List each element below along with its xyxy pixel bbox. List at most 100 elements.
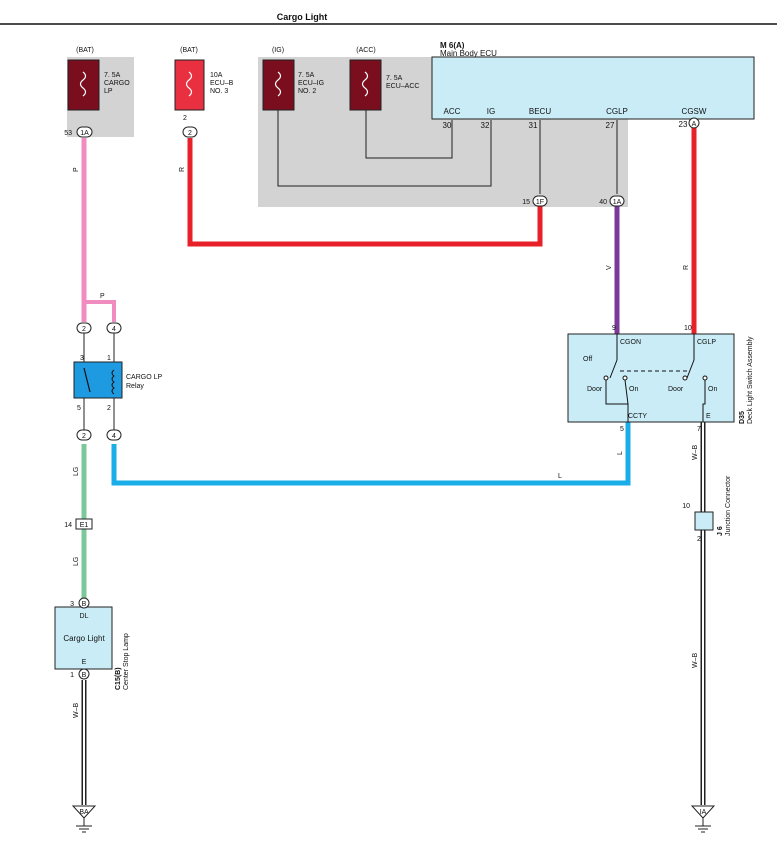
relay-pin-3: 3: [80, 355, 84, 362]
fuse-ecub-line2: ECU–B: [210, 80, 234, 87]
relay-conn-top-right: 4: [106, 322, 122, 334]
ecu-pin-num-23: 23: [679, 120, 688, 129]
wire-label-lg2: LG: [73, 557, 80, 566]
wire-red-becu: [187, 138, 543, 247]
relay-conn-bottom-left-label: 2: [82, 433, 86, 440]
switch-pin-10: 10: [684, 325, 692, 332]
connector-40: 1A 40: [599, 195, 625, 207]
fuse-ecub-line3: NO. 3: [210, 88, 228, 95]
fuse-cargo-line3: LP: [104, 88, 113, 95]
wire-label-l2: L: [617, 451, 624, 455]
switch-mechanism-icon: [603, 334, 708, 422]
fuse-ecuacc-source: (ACC): [356, 47, 375, 54]
lamp-dl: DL: [80, 613, 89, 620]
junction-name: Junction Connector: [725, 475, 732, 536]
connector-15-num: 15: [522, 199, 530, 206]
switch-code: D35: [739, 411, 746, 424]
ecu-pin-num-31: 31: [529, 121, 538, 130]
relay-name-2: Relay: [126, 383, 144, 390]
fuse-ecuig-source: (IG): [272, 47, 284, 54]
lamp-code: C15(B): [115, 667, 122, 690]
ecu-pin-acc: ACC: [444, 107, 461, 116]
ecu-pin-cglp: CGLP: [606, 107, 628, 116]
lamp-conn-bottom-label: B: [82, 672, 87, 679]
wire-label-wb1: W–B: [692, 445, 699, 461]
wire-label-wb3: W–B: [73, 703, 80, 719]
fuse-ecub-source: (BAT): [180, 47, 198, 54]
relay-pin-5: 5: [77, 405, 81, 412]
connector-cgsw-label: A: [692, 121, 697, 128]
fuse-ecub-line1: 10A: [210, 72, 223, 79]
ground-right-label: IA: [700, 809, 707, 816]
switch-cglp: CGLP: [697, 339, 716, 346]
ecu-pin-cgsw: CGSW: [682, 107, 707, 116]
ecu-pin-becu: BECU: [529, 107, 551, 116]
wire-label-p2: P: [100, 293, 105, 300]
fuse-cargo-line2: CARGO: [104, 80, 130, 87]
connector-e1-label: E1: [80, 522, 89, 529]
fuse-cargo: [67, 59, 100, 111]
relay-conn-top-left: 2: [76, 322, 92, 334]
junction-pin-bottom: 2: [697, 536, 701, 543]
relay-name-1: CARGO LP: [126, 374, 163, 381]
relay-pin-1: 1: [107, 355, 111, 362]
ecu-pin-ig: IG: [487, 107, 495, 116]
fuse-ecuacc-line1: 7. 5A: [386, 75, 403, 82]
connector-40-num: 40: [599, 199, 607, 206]
switch-door-1: Door: [587, 386, 603, 393]
ecu-pin-num-30: 30: [443, 121, 452, 130]
connector-cgsw: A: [688, 117, 700, 129]
wire-label-wb2: W–B: [692, 653, 699, 669]
fuse-cargo-source: (BAT): [76, 47, 94, 54]
lamp-conn-top: [78, 597, 90, 609]
switch-pin-9: 9: [612, 325, 616, 332]
fuse-ecuig-line3: NO. 2: [298, 88, 316, 95]
relay-conn-top-right-label: 4: [112, 326, 116, 333]
ground-right-icon: [690, 805, 716, 833]
lamp-name: Center Stop Lamp: [123, 633, 130, 690]
connector-e1-num: 14: [64, 522, 72, 529]
fuse-ecuig-symbol-icon: [274, 71, 282, 97]
wire-ig-internal: [277, 110, 492, 187]
wire-label-lg1: LG: [73, 467, 80, 476]
fuse-ecuig-line1: 7. 5A: [298, 72, 315, 79]
fuse-ecuacc: [349, 59, 382, 111]
fuse-ecub-symbol-icon: [185, 71, 193, 97]
switch-door-2: Door: [668, 386, 684, 393]
wire-label-r2: R: [683, 265, 690, 270]
fuse-ecuig-line2: ECU–IG: [298, 80, 324, 87]
switch-ccty: CCTY: [628, 413, 647, 420]
switch-on-2: On: [708, 386, 717, 393]
switch-name: Deck Light Switch Assembly: [747, 336, 754, 424]
fuse-ecuacc-line2: ECU–ACC: [386, 83, 419, 90]
cargo-lp-relay: [73, 361, 123, 399]
connector-53-num: 53: [64, 130, 72, 137]
switch-e: E: [706, 413, 711, 420]
fuse-ecuacc-symbol-icon: [361, 71, 369, 97]
ground-left-label: BA: [79, 809, 89, 816]
relay-conn-bottom-right: 4: [106, 429, 122, 441]
relay-coil-icon: [111, 369, 115, 395]
lamp-pin-top: 3: [70, 601, 74, 608]
switch-pin-5: 5: [620, 426, 624, 433]
fuse-cargo-symbol-icon: [79, 71, 87, 97]
relay-conn-bottom-right-label: 4: [112, 433, 116, 440]
wire-pink-loop: [82, 300, 116, 322]
junction-code: J 6: [717, 526, 724, 536]
wire-blue-l: [111, 422, 631, 486]
connector-40-label: 1A: [613, 199, 622, 206]
relay-pin-2: 2: [107, 405, 111, 412]
ecu-code: M 6(A): [440, 41, 465, 50]
connector-15: 1F 15: [522, 195, 548, 207]
connector-ecub-2: 2 2: [182, 115, 198, 138]
junction-pin-top: 10: [682, 503, 690, 510]
ground-left-icon: [71, 805, 97, 833]
ecu-pin-num-32: 32: [481, 121, 490, 130]
lamp-pin-bottom: 1: [70, 672, 74, 679]
diagram-title: Cargo Light: [277, 12, 328, 22]
ecu-name: Main Body ECU: [440, 49, 497, 58]
relay-conn-bottom-left: 2: [76, 429, 92, 441]
lamp-label: Cargo Light: [63, 634, 105, 643]
connector-ecub-num: 2: [183, 115, 187, 122]
